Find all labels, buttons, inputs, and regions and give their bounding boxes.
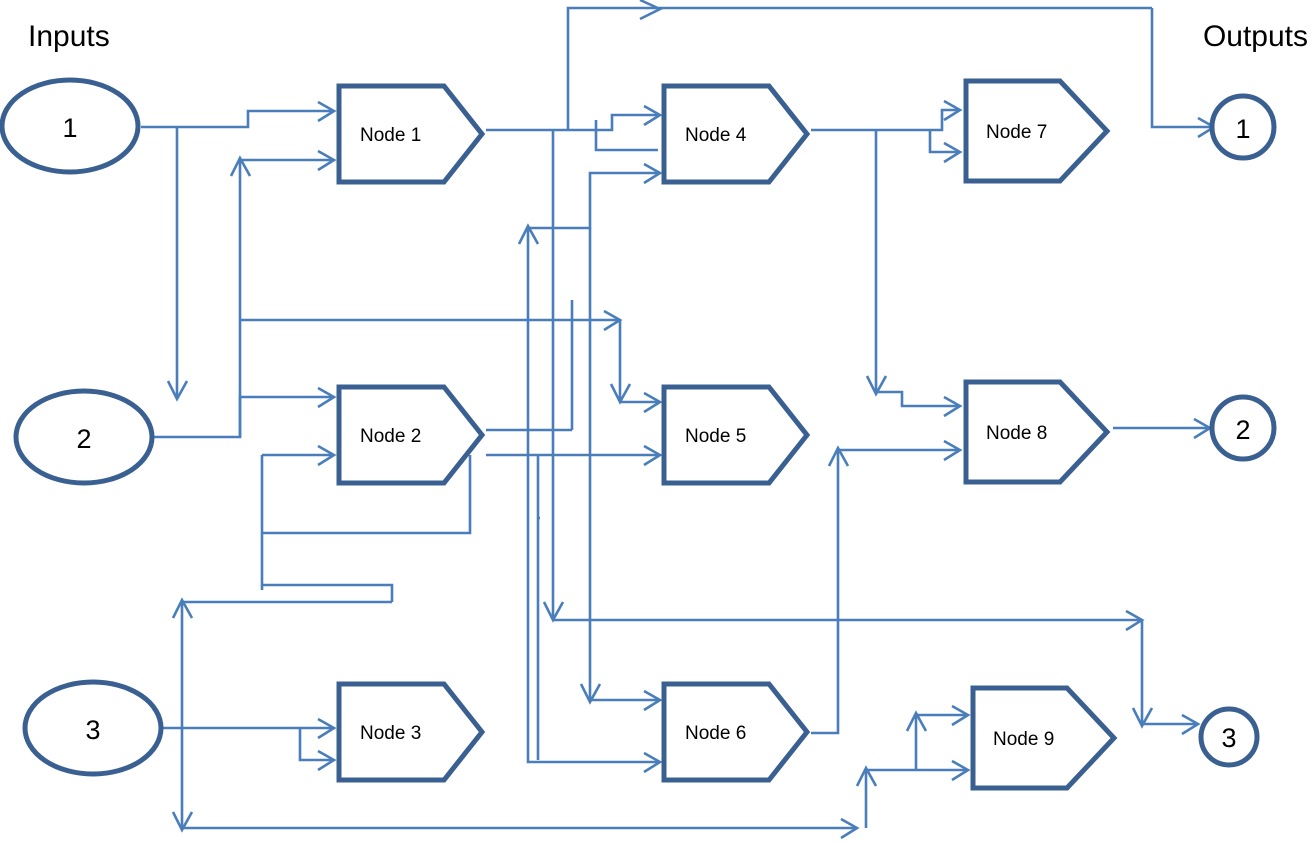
arrow-node1-node4-a: [643, 104, 663, 127]
input-label: 1: [62, 113, 77, 143]
wire-layer: [141, 0, 1217, 840]
node-label: Node 2: [360, 426, 421, 447]
node-node4[interactable]: Node 4: [661, 83, 811, 185]
arrow-node4-down: [865, 375, 888, 397]
arrow-into-node7-a: [943, 99, 963, 122]
arrow-in2-up: [229, 155, 252, 177]
arrow-bottom-bus-right: [840, 817, 860, 840]
wire-feedback-to-node4-b: [528, 171, 658, 230]
arrow-in3-node3-a: [317, 717, 337, 740]
arrow-in2-node1-b: [317, 149, 337, 172]
wire-lower-bus-to-out3: [1140, 620, 1196, 726]
arrow-in3-bottom-down: [171, 811, 194, 833]
node-label: Node 3: [360, 723, 421, 744]
node-node1[interactable]: Node 1: [336, 83, 486, 185]
arrow-into-node3-b: [317, 749, 337, 772]
wire-node4-to-node8-a: [874, 130, 958, 408]
node-node2[interactable]: Node 2: [336, 384, 486, 486]
output-layer: 1 2 3: [1198, 93, 1277, 768]
node-node5[interactable]: Node 5: [661, 384, 811, 486]
output-label: 1: [1235, 114, 1250, 144]
node-label: Node 5: [685, 426, 746, 447]
wire-node6-feedback-trunk: [526, 228, 658, 764]
arrow-node4-b: [643, 162, 663, 185]
arrow-node1-top-bus: [639, 0, 664, 21]
wire-in1-to-node1-a: [141, 109, 332, 129]
arrow-in1-node1-a: [317, 100, 337, 123]
node-label: Node 1: [360, 125, 421, 146]
arrow-into-node6-a: [643, 689, 663, 712]
wire-node6-to-node8-b: [811, 448, 958, 735]
arrow-into-node5-a: [643, 391, 663, 414]
input-node-3[interactable]: 3: [22, 679, 164, 777]
arrow-into-node8-b: [943, 439, 963, 462]
input-layer: 1 2 3: [0, 77, 164, 777]
wire-mid-into-node4-b2: [594, 120, 658, 152]
inputs-title: Inputs: [28, 20, 110, 53]
input-label: 3: [85, 715, 100, 745]
node-label: Node 6: [685, 723, 746, 744]
arrow-into-node8-a: [943, 395, 963, 418]
arrow-node6-up: [827, 445, 850, 467]
node-label: Node 4: [685, 125, 747, 146]
input-label: 2: [76, 424, 91, 454]
wire-into-node3-b: [298, 728, 332, 762]
arrow-into-node9-a: [951, 704, 971, 727]
node-node6[interactable]: Node 6: [661, 681, 811, 783]
node-label: Node 8: [986, 423, 1047, 444]
arrow-into-node9-b: [951, 759, 971, 782]
arrow-into-node7-b: [943, 141, 963, 164]
arrow-bottom-up-node9: [855, 765, 878, 787]
output-label: 3: [1221, 723, 1236, 753]
output-node-3[interactable]: 3: [1198, 706, 1260, 768]
arrow-to-output3: [1181, 713, 1201, 736]
wire-node1-top-bus: [566, 6, 1152, 130]
node-label: Node 9: [993, 729, 1054, 750]
arrow-lower-bus-down: [1131, 707, 1154, 729]
output-node-2[interactable]: 2: [1209, 394, 1277, 462]
node-node9[interactable]: Node 9: [970, 685, 1118, 791]
arrow-in2-node2-a: [317, 386, 337, 409]
wire-node2-loopback: [262, 455, 472, 535]
arrow-node6-a-down: [579, 683, 602, 705]
arrow-into-node5-b: [643, 444, 663, 467]
wire-node4-to-node7-b: [928, 130, 958, 154]
wire-node4-to-node7-a: [811, 108, 958, 132]
wire-top-bus-to-out1: [1150, 8, 1212, 129]
wire-node3-bus-left: [262, 583, 394, 602]
arrow-node9-a-up: [905, 710, 928, 732]
input-node-1[interactable]: 1: [0, 77, 141, 175]
node-node3[interactable]: Node 3: [336, 681, 486, 783]
arrow-feedback-up-node4: [517, 223, 540, 245]
node-layer: Node 1 Node 2 Node 3 Node 4 Node 5 Node: [336, 78, 1118, 791]
node-node8[interactable]: Node 8: [963, 379, 1111, 485]
arrow-into-node2-b: [317, 444, 337, 467]
wire-in2-to-node2-a: [152, 395, 332, 439]
outputs-title: Outputs: [1202, 20, 1308, 53]
arrow-in1-trunk-down: [166, 380, 189, 402]
wire-in2-to-node1-b: [238, 158, 332, 437]
input-node-2[interactable]: 2: [13, 388, 155, 486]
wire-node1-to-node4-a: [486, 113, 658, 132]
output-label: 2: [1235, 415, 1250, 445]
arrow-into-node6-b: [643, 751, 663, 774]
arrow-in3-up: [171, 597, 194, 619]
node-node7[interactable]: Node 7: [963, 78, 1111, 184]
output-node-1[interactable]: 1: [1209, 93, 1277, 161]
node-label: Node 7: [986, 122, 1047, 143]
